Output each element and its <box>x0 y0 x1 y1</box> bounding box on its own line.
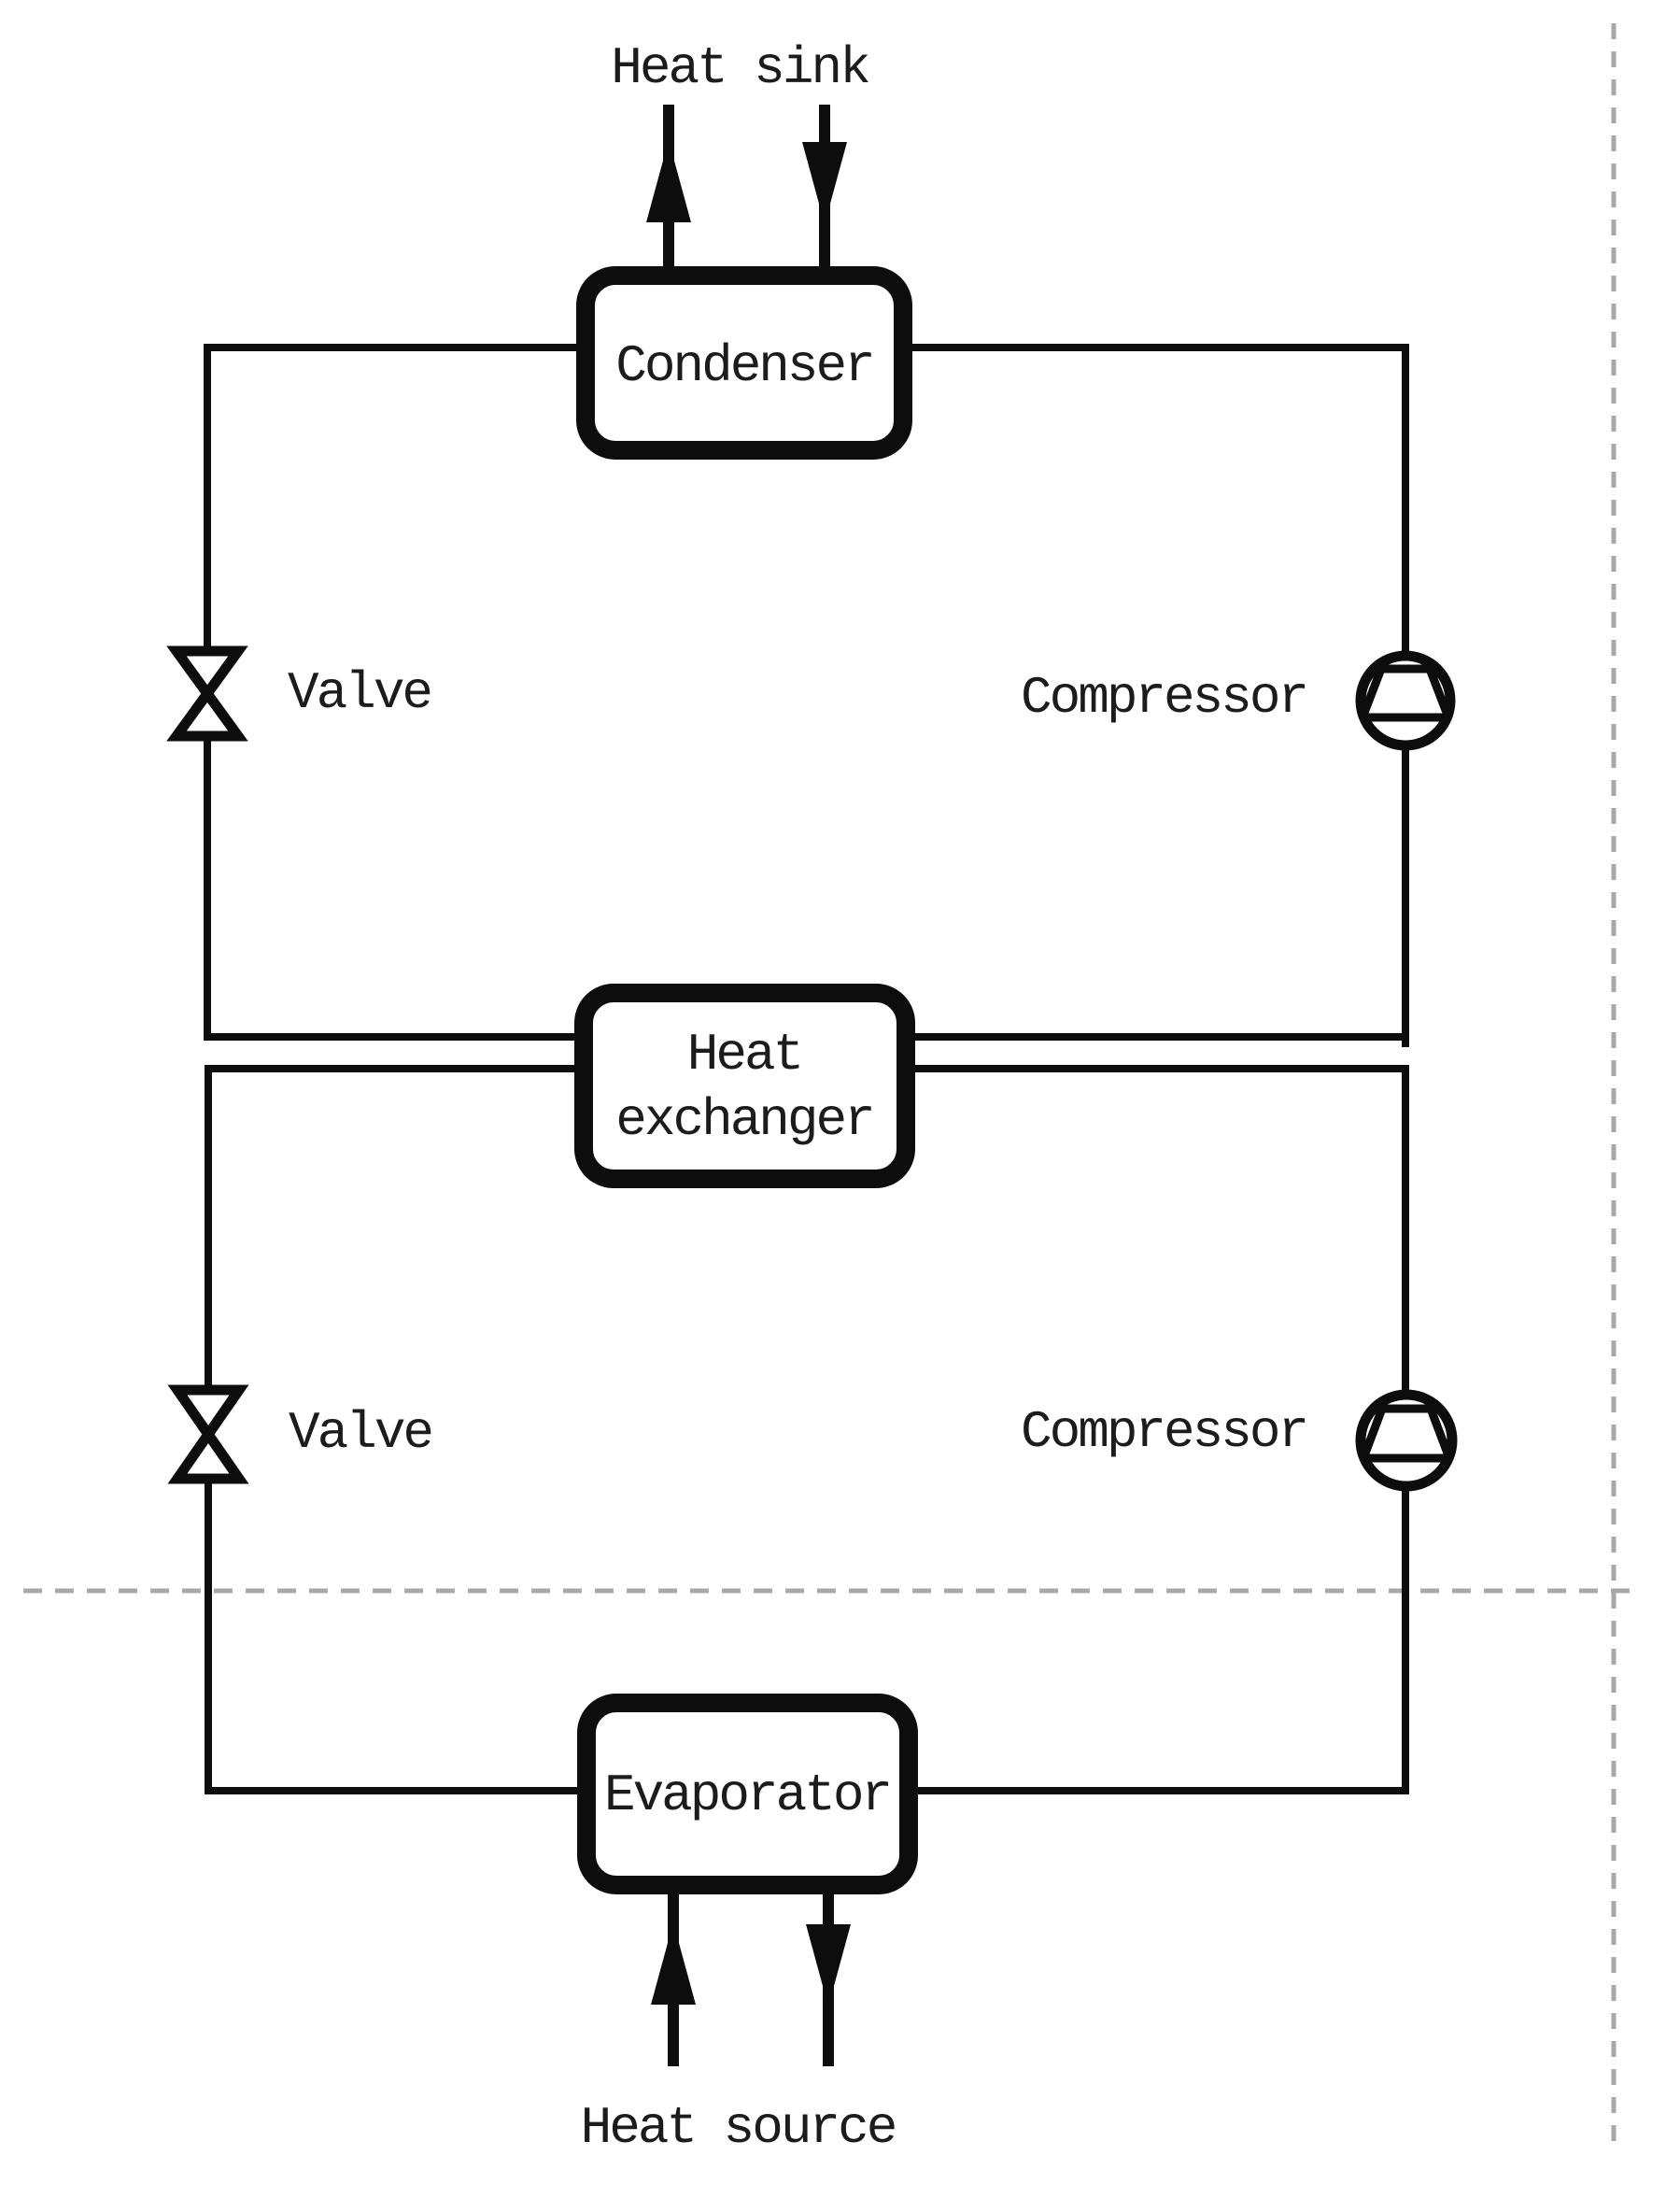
evaporator-box <box>577 1694 918 1894</box>
lower-compressor-icon <box>1355 1389 1458 1492</box>
heat-sink-out-arrow-up-icon <box>646 140 691 222</box>
lower-compressor-circle <box>1355 1389 1458 1492</box>
evaporator-label: Evaporator <box>604 1765 890 1825</box>
heat-source-in-arrow-up-icon <box>651 1922 696 2005</box>
lower-compressor-trapezoid <box>1359 1404 1454 1460</box>
upper-compressor-trapezoid <box>1358 664 1453 719</box>
heat-sink-label: Heat sink <box>611 38 868 98</box>
lower-valve-label: Valve <box>289 1403 431 1463</box>
heat-source-out-arrow-down-icon <box>806 1924 851 2006</box>
lower-valve-icon <box>167 1384 249 1484</box>
upper-valve-label: Valve <box>288 663 431 723</box>
condenser-label: Condenser <box>615 336 872 396</box>
upper-valve-icon <box>166 645 248 742</box>
heat-exchanger-label-line1: Heat <box>687 1025 801 1085</box>
upper-compressor-icon <box>1355 650 1456 751</box>
heat-sink-arrows <box>646 105 847 273</box>
heat-exchanger-box <box>574 984 915 1188</box>
heat-exchanger-label-line2: exchanger <box>615 1090 872 1150</box>
heat-source-arrows <box>651 1889 851 2066</box>
upper-compressor-circle <box>1355 650 1456 751</box>
heat-source-label: Heat source <box>581 2098 896 2158</box>
lower-compressor-label: Compressor <box>1021 1402 1306 1462</box>
upper-compressor-label: Compressor <box>1021 668 1306 728</box>
condenser-box <box>576 266 912 460</box>
guide-lines <box>23 23 1631 2148</box>
heat-sink-in-arrow-down-icon <box>802 142 847 224</box>
